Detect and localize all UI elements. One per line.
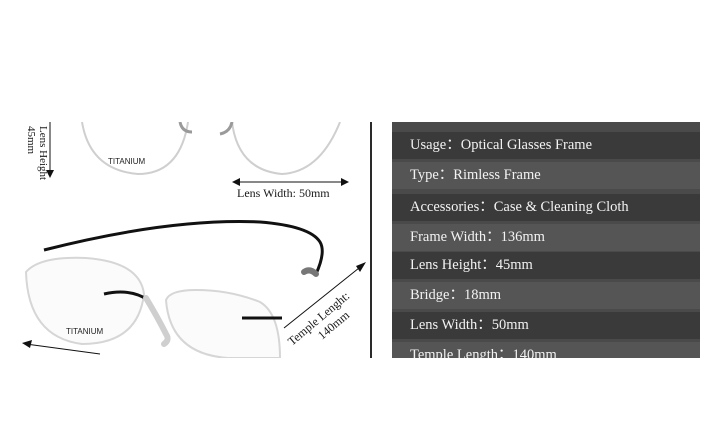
brand-label-top: TITANIUM bbox=[108, 157, 146, 166]
spec-separator: ： bbox=[449, 287, 464, 303]
spec-value: Rimless Frame bbox=[453, 167, 541, 183]
spec-panel: Usage：Optical Glasses Frame Type：Rimless… bbox=[392, 122, 700, 358]
right-lens bbox=[164, 288, 282, 358]
nose-pad bbox=[143, 295, 171, 347]
spec-separator: ： bbox=[486, 229, 501, 245]
spec-label: Lens Height bbox=[410, 257, 482, 273]
spec-value: 50mm bbox=[491, 317, 529, 333]
panel-divider bbox=[370, 122, 372, 358]
lens-width-label: Lens Width: 50mm bbox=[237, 186, 330, 200]
spec-separator: ： bbox=[481, 257, 496, 273]
spec-separator: ： bbox=[479, 199, 494, 215]
spec-row-bridge: Bridge：18mm bbox=[392, 282, 700, 309]
temple-arm bbox=[43, 220, 324, 275]
spec-row-accessories: Accessories：Case & Cleaning Cloth bbox=[392, 194, 700, 221]
spec-row-usage: Usage：Optical Glasses Frame bbox=[392, 132, 700, 159]
temple-length-arrow bbox=[283, 263, 365, 329]
spec-value: Case & Cleaning Cloth bbox=[493, 199, 629, 215]
spec-row-lens-width: Lens Width：50mm bbox=[392, 312, 700, 339]
spec-label: Accessories bbox=[410, 199, 480, 215]
lens-height-label: Lens Height bbox=[37, 126, 49, 180]
spec-label: Frame Width bbox=[410, 229, 487, 245]
product-photo: TITANIUM Lens Height 45mm Lens Width: 50… bbox=[20, 122, 370, 358]
spec-value: 140mm bbox=[512, 347, 557, 358]
frame-width-arrow bbox=[25, 343, 101, 355]
lens-height-value: 45mm bbox=[25, 126, 37, 155]
spec-separator: ： bbox=[438, 167, 454, 183]
spec-label: Temple Length bbox=[410, 347, 498, 358]
spec-label: Type bbox=[410, 167, 439, 183]
spec-label: Lens Width bbox=[410, 317, 478, 333]
spec-value: 136mm bbox=[500, 229, 545, 245]
spec-label: Bridge bbox=[410, 287, 450, 303]
temple-tip bbox=[301, 267, 319, 277]
spec-value: Optical Glasses Frame bbox=[460, 137, 593, 153]
top-right-lens bbox=[231, 122, 341, 176]
spec-separator: ： bbox=[497, 347, 513, 358]
top-nose-pad-left bbox=[178, 122, 193, 134]
top-nose-pad-right bbox=[219, 122, 234, 136]
spec-row-frame-width: Frame Width：136mm bbox=[392, 224, 700, 251]
spec-row-temple-length: Temple Length：140mm bbox=[392, 342, 700, 358]
spec-separator: ： bbox=[446, 137, 461, 153]
spec-value: 18mm bbox=[463, 287, 502, 303]
top-left-lens bbox=[81, 122, 189, 176]
spec-row-type: Type：Rimless Frame bbox=[392, 162, 700, 189]
brand-label-bottom: TITANIUM bbox=[66, 327, 104, 336]
spec-value: 45mm bbox=[495, 257, 533, 273]
spec-label: Usage bbox=[410, 137, 447, 153]
spec-separator: ： bbox=[477, 317, 492, 333]
spec-row-lens-height: Lens Height：45mm bbox=[392, 252, 700, 279]
